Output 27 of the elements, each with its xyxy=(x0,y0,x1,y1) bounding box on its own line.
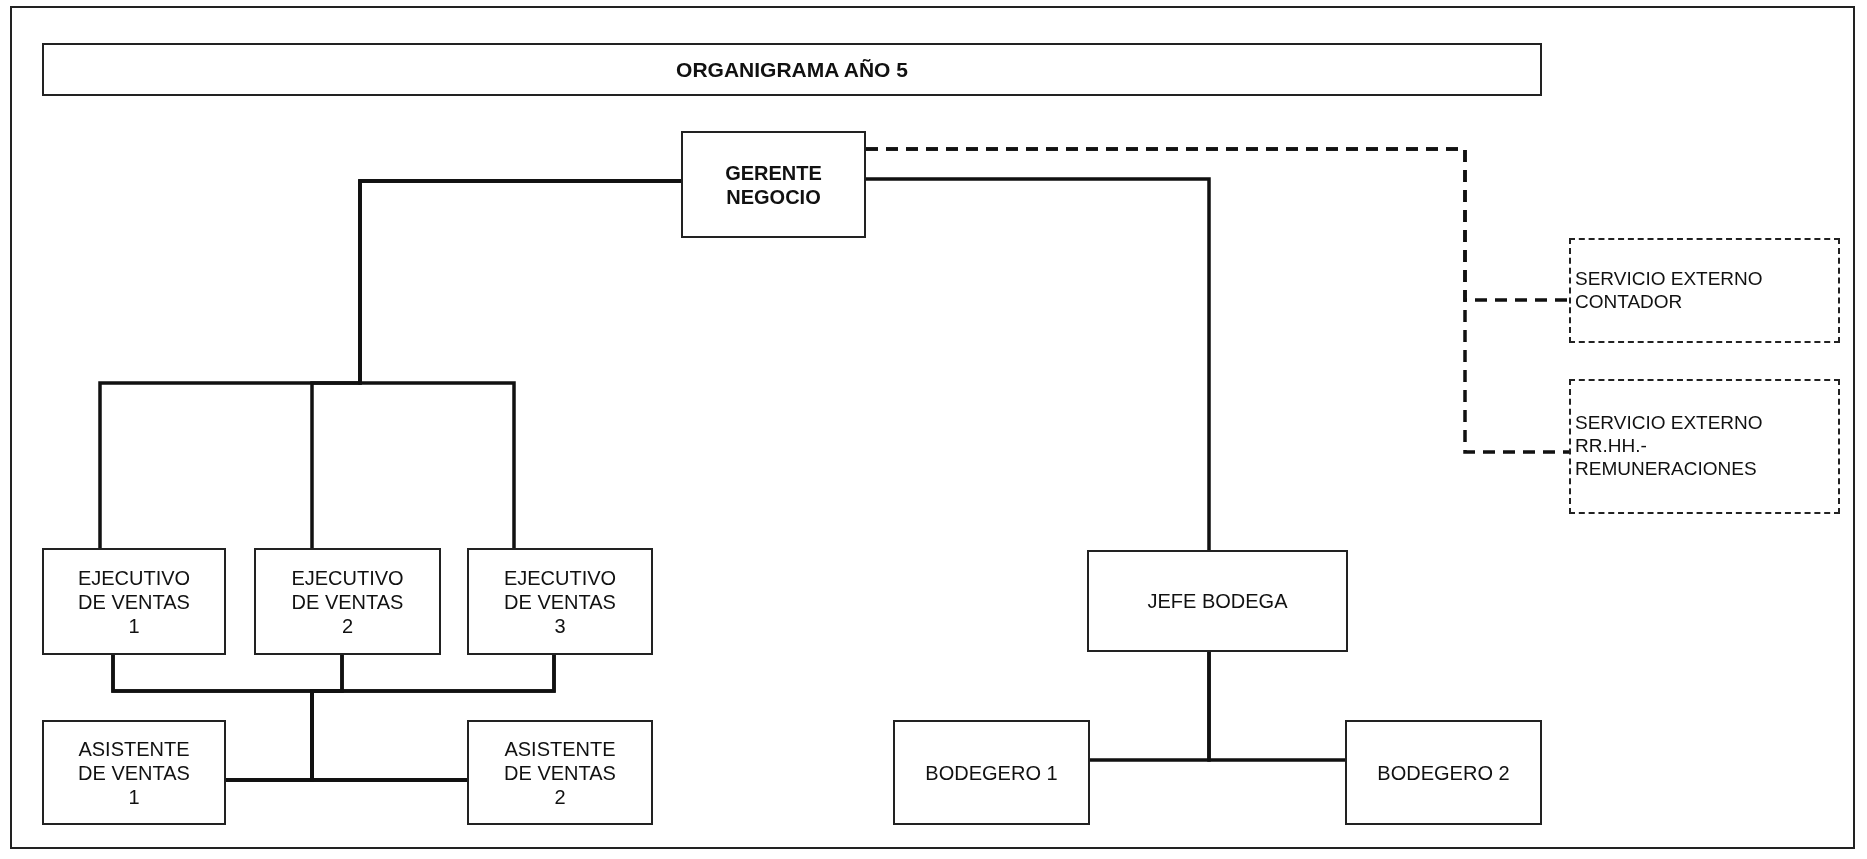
position-box xyxy=(467,720,653,825)
connector-line xyxy=(1207,652,1345,762)
position-box xyxy=(254,548,441,655)
position-box xyxy=(893,720,1090,825)
position-box xyxy=(42,548,226,655)
position-label: EJECUTIVO DE VENTAS 3 xyxy=(502,565,618,638)
position-label: SERVICIO EXTERNO RR.HH.- REMUNERACIONES xyxy=(1575,412,1764,481)
connector-line xyxy=(310,655,556,782)
position-box xyxy=(467,548,653,655)
position-label: JEFE BODEGA xyxy=(1146,589,1289,613)
connector-line xyxy=(866,177,1211,550)
dashed-box xyxy=(1569,379,1840,514)
title-box: ORGANIGRAMA AÑO 5 xyxy=(42,43,1542,96)
position-box xyxy=(1087,550,1348,652)
position-box xyxy=(1345,720,1542,825)
position-box xyxy=(42,720,226,825)
position-label: ASISTENTE DE VENTAS 1 xyxy=(77,736,191,809)
position-box xyxy=(681,131,866,238)
position-label: BODEGERO 2 xyxy=(1376,760,1511,785)
position-label: BODEGERO 1 xyxy=(924,760,1059,785)
connector-line xyxy=(866,147,1569,454)
position-label: EJECUTIVO DE VENTAS 2 xyxy=(290,565,405,638)
dashed-box xyxy=(1569,238,1840,343)
position-label: ASISTENTE DE VENTAS 2 xyxy=(503,736,617,809)
position-label: GERENTE NEGOCIO xyxy=(724,160,823,209)
position-label: SERVICIO EXTERNO CONTADOR xyxy=(1575,267,1764,314)
position-label: EJECUTIVO DE VENTAS 1 xyxy=(76,565,192,638)
